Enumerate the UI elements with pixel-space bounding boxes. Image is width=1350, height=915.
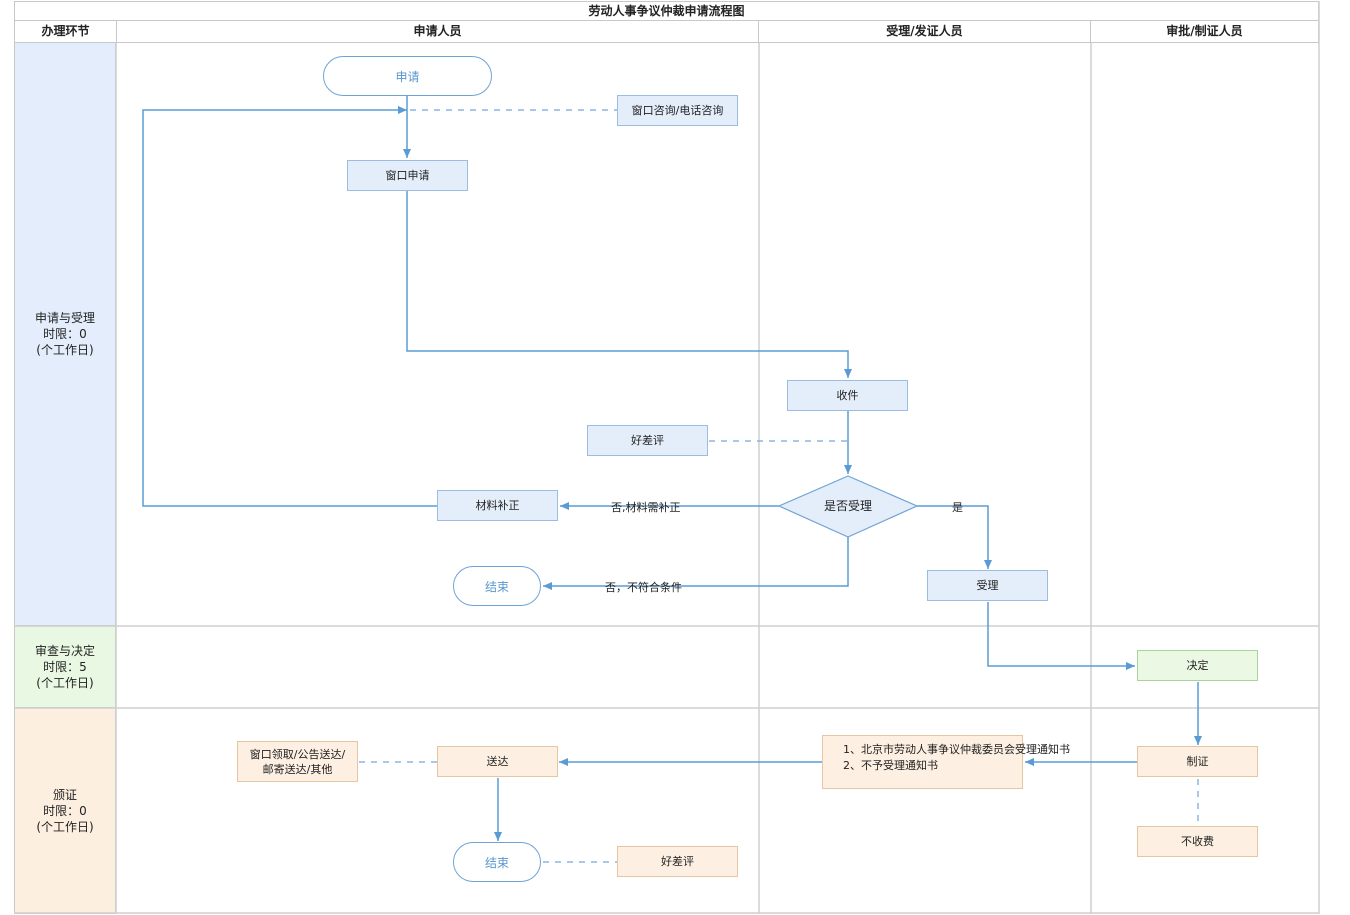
edge-label-no-supplement: 否,材料需补正 [611,501,681,514]
delivery-methods-box: 窗口领取/公告送达/ 邮寄送达/其他 [237,741,358,782]
end-terminal: 结束 [453,842,541,882]
window-apply-box: 窗口申请 [347,160,468,191]
decide-box: 决定 [1137,650,1258,681]
decision-label: 是否受理 [823,498,872,513]
end-terminal: 结束 [453,566,541,606]
edge-label-yes: 是 [952,501,963,514]
phase-issue: 颁证 时限：0 (个工作日) [14,708,116,914]
deliver-box: 送达 [437,746,558,777]
accept-box: 受理 [927,570,1048,601]
rating-box: 好差评 [587,425,708,456]
no-fee-box: 不收费 [1137,826,1258,857]
edge-label-no-unqualified: 否，不符合条件 [605,581,682,594]
phase-review: 审查与决定 时限：5 (个工作日) [14,626,116,708]
receive-box: 收件 [787,380,908,411]
certify-box: 制证 [1137,746,1258,777]
consult-box: 窗口咨询/电话咨询 [617,95,738,126]
phase-apply: 申请与受理 时限：0 (个工作日) [14,43,116,626]
start-terminal: 申请 [323,56,492,96]
notice-line-1: 1、北京市劳动人事争议仲裁委员会受理通知书 [843,743,1070,756]
decision-diamond [777,475,919,538]
notice-line-2: 2、不予受理通知书 [843,759,938,772]
supplement-box: 材料补正 [437,490,558,521]
rating-box: 好差评 [617,846,738,877]
notice-box: 1、北京市劳动人事争议仲裁委员会受理通知书 2、不予受理通知书 [822,735,1070,789]
